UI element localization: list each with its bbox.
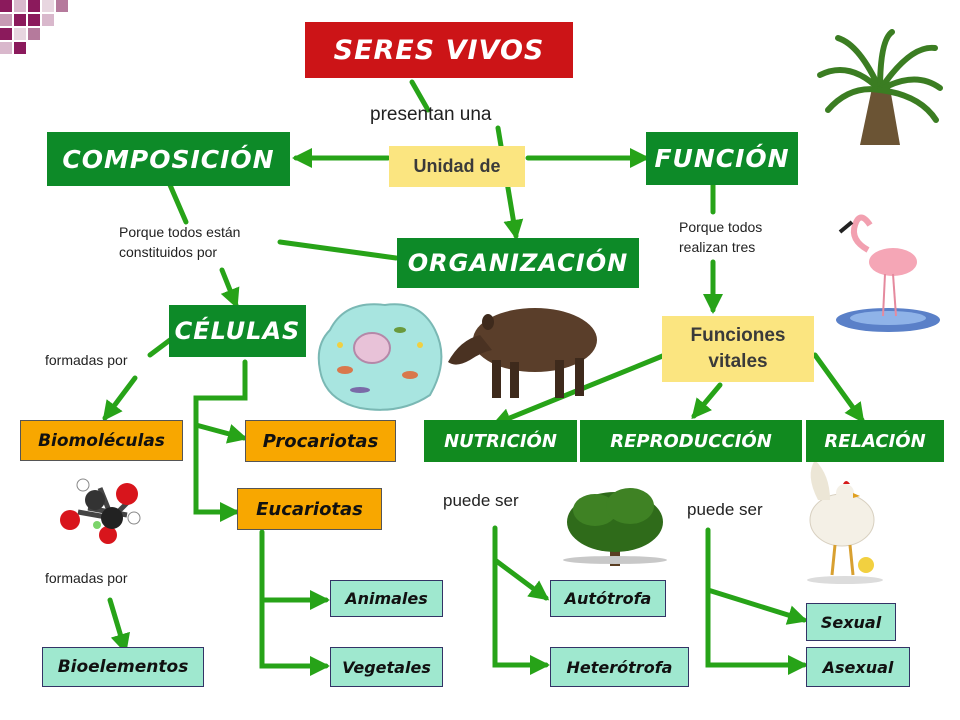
node-eucariotas: Eucariotas xyxy=(237,488,382,530)
node-funcion: FUNCIÓN xyxy=(646,132,798,185)
label-puede-ser-1: puede ser xyxy=(443,491,519,510)
arrow-to-procariotas xyxy=(193,422,248,444)
arrow-composicion-label xyxy=(167,182,189,225)
palm-tree-image xyxy=(815,28,945,156)
label-porque-realizan: Porque todos realizan tres xyxy=(679,219,763,255)
arrow-seres-label xyxy=(409,79,431,113)
arrow-to-autotrofa xyxy=(492,557,550,601)
node-unidad-de: Unidad de xyxy=(389,146,525,187)
node-funciones-vitales: Funciones vitales xyxy=(662,316,814,382)
tapir-image xyxy=(448,308,597,398)
arrow-to-bioelementos xyxy=(107,597,130,654)
node-autotrofa: Autótrofa xyxy=(550,580,666,617)
node-seres-vivos: SERES VIVOS xyxy=(305,22,573,78)
node-heterotrofa: Heterótrofa xyxy=(550,647,689,687)
label-formadas-por-1: formadas por xyxy=(45,352,128,368)
corner-decoration xyxy=(0,0,68,54)
node-composicion: COMPOSICIÓN xyxy=(47,132,290,186)
node-asexual: Asexual xyxy=(806,647,910,687)
animal-cell-image xyxy=(317,303,443,411)
node-vegetales: Vegetales xyxy=(330,647,443,687)
arrow-to-relacion xyxy=(812,352,865,424)
node-bioelementos: Bioelementos xyxy=(42,647,204,687)
label-formadas-por-2: formadas por xyxy=(45,570,128,586)
label-presentan-una: presentan una xyxy=(370,104,492,125)
arrow-to-eucariotas xyxy=(193,359,248,522)
label-porque-constituidos: Porque todos están constituidos por xyxy=(119,224,241,260)
arrow-to-reproduccion xyxy=(691,382,723,420)
line-label-organizacion xyxy=(277,239,399,261)
chicken-image xyxy=(807,460,883,584)
molecule-image xyxy=(60,478,141,544)
node-relacion: RELACIÓN xyxy=(806,420,944,462)
arrow-to-biomoleculas xyxy=(102,375,138,422)
arrow-to-asexual xyxy=(705,527,808,675)
arrow-to-vegetales xyxy=(259,529,330,676)
connectors xyxy=(102,79,865,676)
node-organizacion: ORGANIZACIÓN xyxy=(397,238,639,288)
label-puede-ser-2: puede ser xyxy=(687,500,763,519)
tree-image xyxy=(563,488,667,566)
node-procariotas: Procariotas xyxy=(245,420,396,462)
arrow-to-heterotrofa xyxy=(492,525,550,675)
arrow-celulas-label xyxy=(147,337,173,358)
arrow-to-celulas xyxy=(219,267,240,309)
node-nutricion: NUTRICIÓN xyxy=(424,420,577,462)
node-biomoleculas: Biomoléculas xyxy=(20,420,183,461)
node-celulas: CÉLULAS xyxy=(169,305,306,357)
arrow-to-sexual xyxy=(705,587,808,625)
node-animales: Animales xyxy=(330,580,443,617)
flamingo-image xyxy=(836,214,940,332)
node-sexual: Sexual xyxy=(806,603,896,641)
node-reproduccion: REPRODUCCIÓN xyxy=(580,420,802,462)
